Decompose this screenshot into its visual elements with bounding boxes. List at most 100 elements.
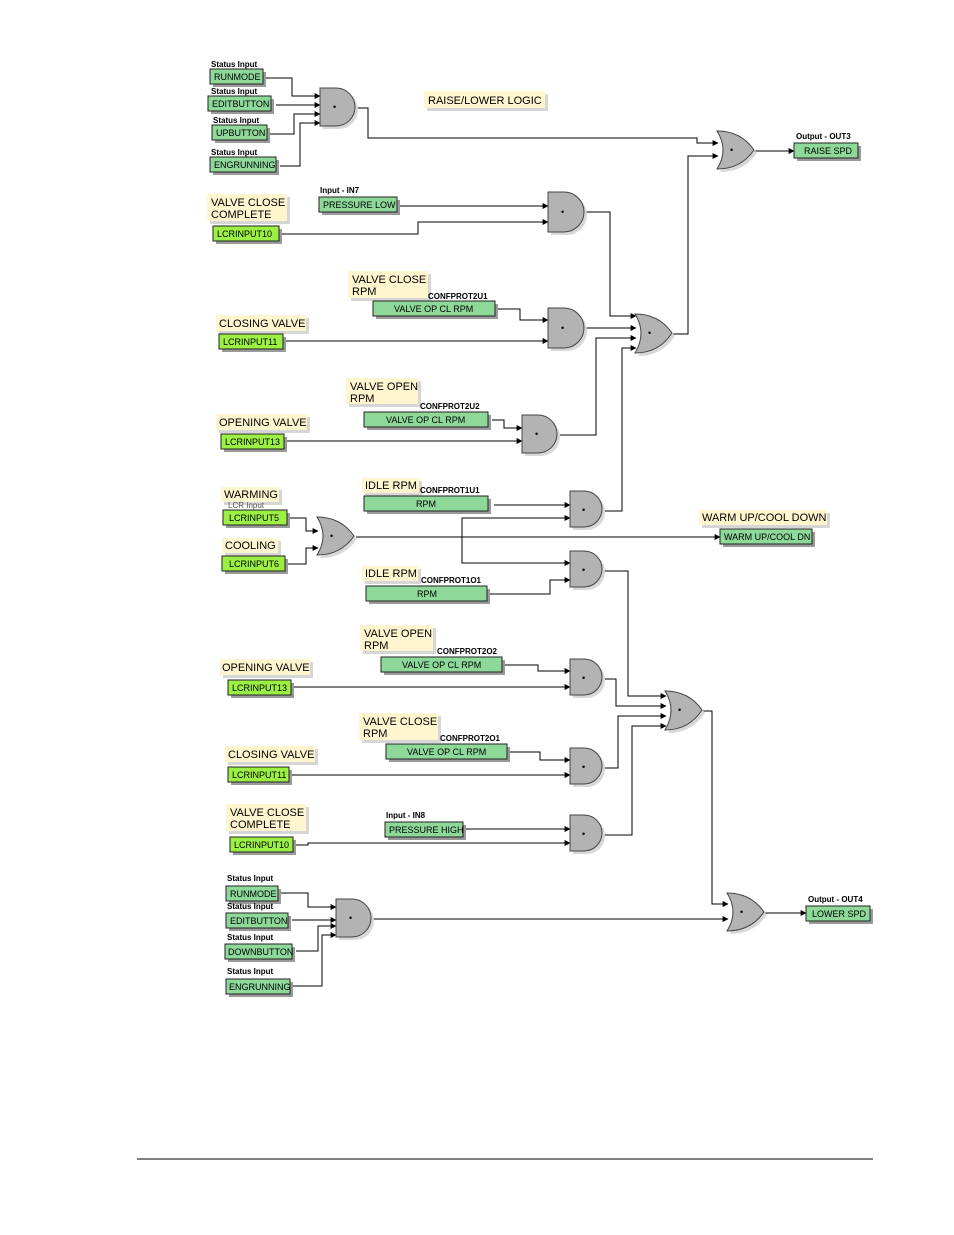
svg-text:Output - OUT4: Output - OUT4 <box>808 895 863 904</box>
svg-text:WARM UP/COOL DOWN: WARM UP/COOL DOWN <box>702 512 827 524</box>
lcr-input-5: LCR Input LCRINPUT5 <box>222 501 290 528</box>
svg-text:•: • <box>582 673 585 683</box>
status-input-downbutton: Status Input DOWNBUTTON <box>224 933 295 962</box>
status-input-editbutton-lower: Status Input EDITBUTTON <box>225 902 291 931</box>
svg-text:VALVE OP CL RPM: VALVE OP CL RPM <box>386 415 465 425</box>
note-opening-valve-lower: OPENING VALVE <box>220 659 313 678</box>
svg-text:•: • <box>535 429 538 439</box>
svg-text:OPENING VALVE: OPENING VALVE <box>222 662 310 674</box>
note-idle-rpm-lower: IDLE RPM <box>362 566 421 584</box>
svg-text:Status Input: Status Input <box>227 874 274 883</box>
svg-text:EDITBUTTON: EDITBUTTON <box>230 916 287 926</box>
note-cooling: COOLING <box>222 538 281 556</box>
note-valve-open-rpm-lower: VALVE OPEN RPM <box>360 625 436 654</box>
or-gate-raise-combine: • <box>634 313 675 356</box>
svg-text:•: • <box>561 207 564 217</box>
svg-text:Output - OUT3: Output - OUT3 <box>796 132 851 141</box>
svg-text:CONFPROT1O1: CONFPROT1O1 <box>421 576 482 585</box>
diagram-title: RAISE/LOWER LOGIC <box>424 91 548 111</box>
svg-text:LCRINPUT6: LCRINPUT6 <box>229 559 279 569</box>
note-idle-rpm-raise: IDLE RPM <box>362 478 422 496</box>
svg-text:Status Input: Status Input <box>211 60 258 69</box>
svg-text:CONFPROT2O1: CONFPROT2O1 <box>440 734 501 743</box>
svg-text:UPBUTTON: UPBUTTON <box>216 128 265 138</box>
and-gate-closing-valve-lower: • <box>569 747 605 787</box>
status-input-runmode-lower: Status Input RUNMODE <box>225 874 281 904</box>
confprot2u1-valve-op-cl-rpm: CONFPROT2U1 VALVE OP CL RPM <box>372 292 498 319</box>
svg-text:VALVE OP CL RPM: VALVE OP CL RPM <box>394 304 473 314</box>
svg-text:RPM: RPM <box>350 393 374 405</box>
lcr-input-6: LCRINPUT6 <box>221 555 288 574</box>
svg-text:CLOSING VALVE: CLOSING VALVE <box>219 318 305 330</box>
lcr-input-11-lower: LCRINPUT11 <box>227 766 292 785</box>
svg-text:PRESSURE LOW: PRESSURE LOW <box>323 200 396 210</box>
svg-text:LCRINPUT11: LCRINPUT11 <box>223 337 277 347</box>
and-gate-closing-valve: • <box>547 307 587 351</box>
confprot2o1-valve-op-cl-rpm: CONFPROT2O1 VALVE OP CL RPM <box>385 734 510 762</box>
status-input-runmode: Status Input RUNMODE <box>209 60 266 87</box>
note-warming: WARMING <box>221 487 282 505</box>
svg-text:LCRINPUT10: LCRINPUT10 <box>234 840 289 850</box>
and-gate-lower-inputs: • <box>335 898 374 940</box>
svg-text:RUNMODE: RUNMODE <box>214 72 261 82</box>
confprot1o1-rpm: CONFPROT1O1 RPM <box>365 576 490 604</box>
svg-text:LOWER SPD: LOWER SPD <box>812 909 867 919</box>
svg-text:RPM: RPM <box>364 640 388 652</box>
and-gate-idle-rpm-raise: • <box>569 490 605 530</box>
note-opening-valve-raise: OPENING VALVE <box>216 414 310 433</box>
svg-text:IDLE RPM: IDLE RPM <box>365 568 417 580</box>
svg-text:VALVE OPEN: VALVE OPEN <box>364 628 432 640</box>
wires <box>264 77 807 987</box>
svg-text:RUNMODE: RUNMODE <box>230 889 277 899</box>
and-gate-opening-valve-lower: • <box>569 658 605 698</box>
and-gate-pressure-high: • <box>569 814 605 854</box>
lcr-input-13-raise: LCRINPUT13 <box>220 433 287 452</box>
svg-text:COMPLETE: COMPLETE <box>230 819 291 831</box>
svg-text:LCRINPUT11: LCRINPUT11 <box>232 770 286 780</box>
or-gate-lower-combine: • <box>664 690 705 733</box>
svg-text:RPM: RPM <box>352 286 376 298</box>
svg-text:ENGRUNNING: ENGRUNNING <box>229 982 291 992</box>
lcr-input-10-lower: LCRINPUT10 <box>229 836 296 855</box>
svg-text:LCRINPUT10: LCRINPUT10 <box>217 229 272 239</box>
svg-text:•: • <box>333 102 336 112</box>
svg-text:VALVE CLOSE: VALVE CLOSE <box>363 716 437 728</box>
svg-text:LCRINPUT13: LCRINPUT13 <box>225 437 280 447</box>
status-input-engrunning-lower: Status Input ENGRUNNING <box>225 967 293 997</box>
svg-text:WARMING: WARMING <box>224 489 278 501</box>
note-closing-valve-lower: CLOSING VALVE <box>225 746 318 765</box>
note-warm-up-cool-down: WARM UP/COOL DOWN <box>699 510 830 528</box>
svg-text:EDITBUTTON: EDITBUTTON <box>212 99 269 109</box>
confprot2o2-valve-op-cl-rpm: CONFPROT2O2 VALVE OP CL RPM <box>380 647 505 675</box>
svg-text:LCR Input: LCR Input <box>228 501 265 510</box>
and-gate-opening-valve: • <box>521 414 560 456</box>
input-pressure-low: Input - IN7 PRESSURE LOW <box>318 186 400 215</box>
status-input-engrunning-raise: Status Input ENGRUNNING <box>209 148 279 175</box>
svg-text:RPM: RPM <box>363 728 387 740</box>
svg-text:Status Input: Status Input <box>211 87 258 96</box>
svg-text:Status Input: Status Input <box>213 116 260 125</box>
svg-text:VALVE OP CL RPM: VALVE OP CL RPM <box>407 747 486 757</box>
svg-text:•: • <box>582 565 585 575</box>
svg-text:VALVE OPEN: VALVE OPEN <box>350 381 418 393</box>
status-input-editbutton-raise: Status Input EDITBUTTON <box>207 87 274 114</box>
svg-text:Status Input: Status Input <box>227 902 274 911</box>
svg-text:RPM: RPM <box>416 499 436 509</box>
svg-text:VALVE CLOSE: VALVE CLOSE <box>230 807 304 819</box>
svg-text:•: • <box>349 913 352 923</box>
output-lower-spd: Output - OUT4 LOWER SPD <box>805 895 873 924</box>
svg-text:ENGRUNNING: ENGRUNNING <box>214 160 276 170</box>
svg-text:•: • <box>730 145 733 155</box>
svg-text:IDLE RPM: IDLE RPM <box>365 480 417 492</box>
svg-text:Status Input: Status Input <box>227 967 274 976</box>
svg-text:RPM: RPM <box>417 589 437 599</box>
and-gate-pressure-low: • <box>547 191 587 235</box>
svg-text:•: • <box>582 762 585 772</box>
svg-text:RAISE/LOWER LOGIC: RAISE/LOWER LOGIC <box>428 95 542 107</box>
or-gate-lower-output: • <box>726 892 767 934</box>
svg-text:Input - IN7: Input - IN7 <box>320 186 360 195</box>
svg-text:•: • <box>648 328 651 338</box>
svg-text:LCRINPUT13: LCRINPUT13 <box>232 683 287 693</box>
svg-text:VALVE CLOSE: VALVE CLOSE <box>352 274 426 286</box>
